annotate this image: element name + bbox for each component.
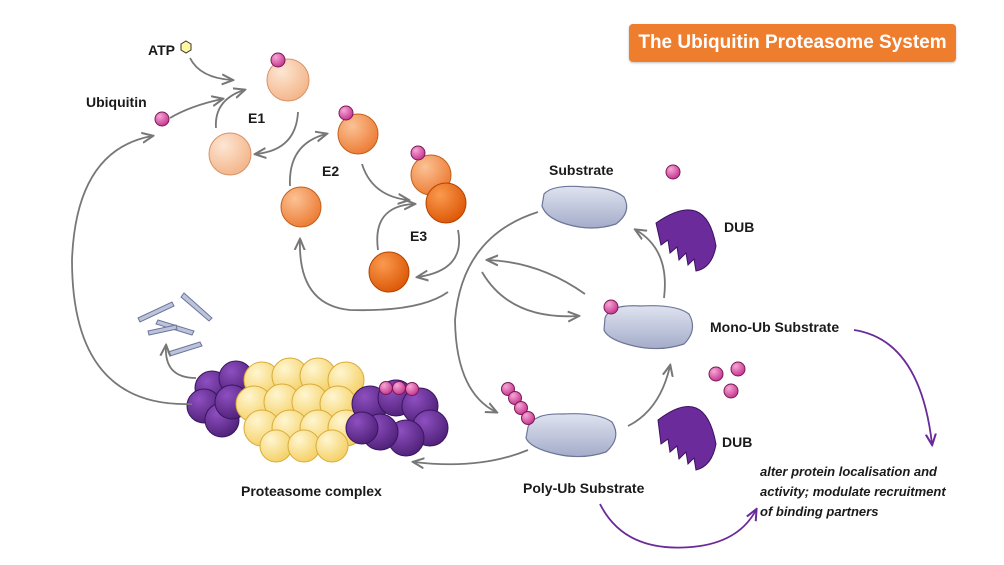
dub-top-icon: [655, 209, 717, 272]
e2-label: E2: [322, 163, 339, 179]
substrate-icon: [541, 185, 628, 229]
function-note-line-2: activity; modulate recruitment: [760, 484, 946, 499]
e1-to-e2-arrow: [289, 134, 326, 187]
e3-return-arrow: [418, 229, 460, 277]
poly-ub-function-arrow: [599, 503, 756, 549]
e1-label: E1: [248, 110, 265, 126]
ubiquitin-icon: [270, 52, 286, 68]
e3-cycle-arrow: [376, 204, 414, 251]
e2-to-e3-arrow: [361, 163, 408, 200]
e1-cycle-arrow: [215, 90, 244, 129]
e1-free-icon: [208, 132, 252, 176]
e2-charged-icon: [337, 113, 379, 155]
e3-charged-icon: [425, 182, 467, 224]
ubiquitin-icon: [405, 382, 419, 396]
dub-bottom-icon: [657, 406, 717, 471]
dub-bottom-label: DUB: [722, 434, 752, 450]
ubiquitin-recycle-arrow: [71, 136, 193, 405]
dub-bottom-arrow: [627, 366, 670, 427]
e1-charged-icon: [266, 58, 310, 102]
e1-return-arrow: [256, 111, 299, 154]
ubiquitin-icon: [338, 105, 354, 121]
function-note-line-3: of binding partners: [760, 504, 878, 519]
e3-to-e2-arrow: [300, 240, 449, 312]
diagram-title: The Ubiquitin Proteasome System: [629, 24, 956, 62]
ubiquitin-icon: [392, 381, 406, 395]
atp-arrow: [189, 57, 232, 80]
degradation-arrow: [166, 346, 197, 379]
e2-free-icon: [280, 186, 322, 228]
poly-ub-label: Poly-Ub Substrate: [523, 480, 645, 496]
ubiquitin-icon: [154, 111, 170, 127]
mono-ub-function-arrow: [853, 329, 932, 444]
e3-to-poly-ub-arrow: [454, 211, 539, 412]
peptide-fragments-icon: [137, 292, 213, 357]
poly-ub-to-proteasome-arrow: [414, 449, 529, 464]
ubiquitin-icon: [521, 411, 535, 425]
ubiquitin-icon: [410, 145, 426, 161]
ubiquitin-icon: [603, 299, 619, 315]
dub-top-label: DUB: [724, 219, 754, 235]
ubiquitin-icon: [379, 381, 393, 395]
mono-ub-substrate-icon: [603, 305, 694, 350]
ubiquitin-icon: [723, 383, 739, 399]
ubiquitin-to-e1-arrow: [169, 99, 222, 119]
proteasome-icon: [186, 357, 449, 463]
ubiquitin-icon: [730, 361, 746, 377]
e3-label: E3: [410, 228, 427, 244]
substrate-to-mono-arrow: [481, 271, 578, 316]
function-note-line-1: alter protein localisation and: [760, 464, 938, 479]
mono-ub-label: Mono-Ub Substrate: [710, 319, 839, 335]
poly-ub-substrate-icon: [525, 413, 617, 458]
mono-to-substrate-arrow: [488, 260, 586, 295]
substrate-label: Substrate: [549, 162, 614, 178]
ubiquitin-icon: [665, 164, 681, 180]
ubiquitin-icon: [708, 366, 724, 382]
e3-free-icon: [368, 251, 410, 293]
atp-icon: [180, 40, 192, 54]
ubiquitin-icon: [514, 401, 528, 415]
atp-label: ATP: [148, 42, 175, 58]
ubiquitin-label: Ubiquitin: [86, 94, 147, 110]
dub-top-arrow: [636, 230, 666, 299]
proteasome-label: Proteasome complex: [241, 483, 382, 499]
